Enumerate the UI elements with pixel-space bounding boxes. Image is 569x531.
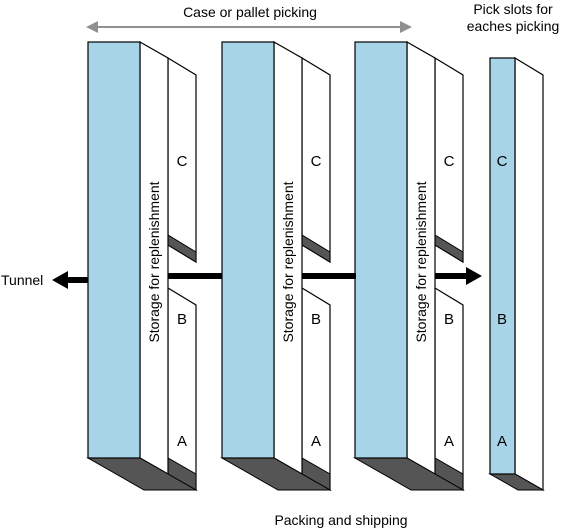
rack-2-zone-a: A — [311, 433, 321, 450]
rack-2: Storage for replenishment C B A — [220, 40, 332, 492]
rack-2-front-face — [221, 41, 275, 459]
rack-1: Storage for replenishment C B A — [86, 40, 198, 492]
rack-1-zone-c: C — [177, 153, 188, 170]
rack-1-front-face — [87, 41, 141, 459]
pick-slot-zone-b: B — [497, 311, 507, 328]
pick-slot-zone-a: A — [497, 433, 507, 450]
pick-slots-label-line1: Pick slots for — [473, 1, 553, 17]
rack-3-front-face — [354, 41, 408, 459]
pick-slot-front-face — [489, 57, 516, 475]
rack-3: Storage for replenishment C B A — [353, 40, 465, 492]
rack-3-storage-label: Storage for replenishment — [413, 181, 429, 342]
rack-3-zone-c: C — [444, 153, 455, 170]
rack-3-zone-a: A — [444, 433, 454, 450]
tunnel-arrow — [52, 267, 482, 289]
rack-1-storage-label: Storage for replenishment — [146, 181, 162, 342]
pick-slots-label-line2: eaches picking — [467, 18, 560, 34]
rack-1-zone-b: B — [177, 311, 187, 328]
rack-1-zone-a: A — [177, 433, 187, 450]
rack-2-zone-b: B — [311, 311, 321, 328]
packing-shipping-label: Packing and shipping — [274, 512, 407, 528]
rack-2-storage-label: Storage for replenishment — [280, 181, 296, 342]
pick-slot-zone-c: C — [497, 153, 508, 170]
rack-3-zone-b: B — [444, 311, 454, 328]
tunnel-label: Tunnel — [1, 272, 43, 288]
rack-2-zone-c: C — [311, 153, 322, 170]
case-pallet-picking-label: Case or pallet picking — [183, 4, 317, 20]
pick-slot-rack: C B A — [488, 56, 545, 492]
